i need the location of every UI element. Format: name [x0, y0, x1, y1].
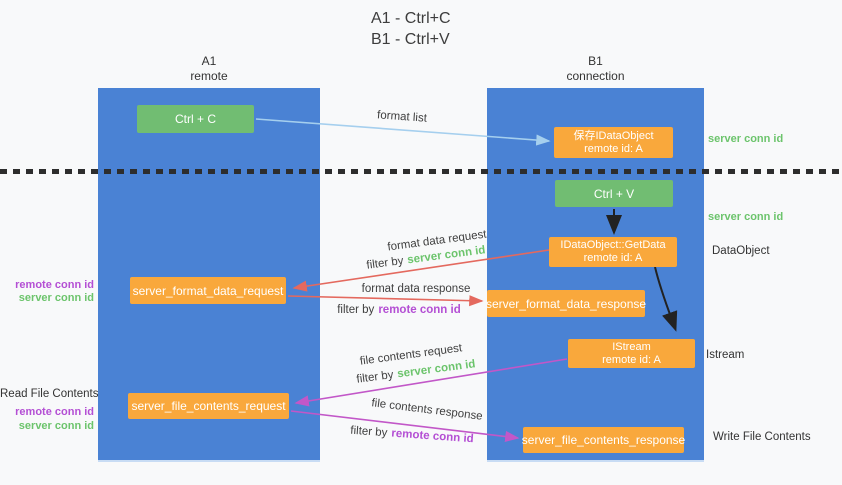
server-conn-id-key: server conn id	[396, 358, 477, 381]
lane-header-b1: B1 connection	[487, 54, 704, 84]
filter-by-text: filter by	[355, 369, 395, 386]
lane-b1-name: B1	[588, 54, 603, 68]
server-file-contents-request-box: server_file_contents_request	[128, 393, 289, 419]
server-conn-id-annotation-left-bottom: server conn id	[18, 420, 94, 432]
server-format-data-response-box: server_format_data_response	[485, 290, 647, 317]
server-format-data-request-box: server_format_data_request	[130, 277, 286, 304]
remote-conn-id-annotation-bottom: remote conn id	[15, 406, 94, 418]
title-line-2: B1 - Ctrl+V	[371, 31, 450, 48]
save-idataobject-box: 保存IDataObject remote id: A	[554, 127, 673, 158]
dataobject-annotation: DataObject	[712, 245, 770, 257]
istream-box: IStream remote id: A	[568, 339, 695, 368]
istream-annotation: Istream	[706, 349, 745, 361]
istream-line1: IStream	[612, 340, 651, 353]
lane-a1-name: A1	[201, 54, 217, 68]
idataobject-getdata-box: IDataObject::GetData remote id: A	[549, 237, 677, 267]
filter-by-text: filter by	[337, 304, 375, 316]
ctrl-c-label: Ctrl + C	[174, 112, 216, 126]
filter-by-text: filter by	[349, 424, 388, 440]
lane-header-a1: A1 remote	[98, 54, 320, 84]
remote-conn-id-key: remote conn id	[378, 304, 461, 316]
read-file-contents-annotation: Read File Contents	[0, 388, 99, 400]
remote-conn-id-annotation-top: remote conn id	[15, 279, 94, 291]
server-conn-id-annotation-left-top: server conn id	[18, 292, 94, 304]
title-line-1: A1 - Ctrl+C	[371, 10, 451, 27]
server-file-contents-request-label: server_file_contents_request	[131, 399, 286, 413]
ctrl-v-label: Ctrl + V	[593, 186, 635, 201]
filter-by-text: filter by	[365, 255, 405, 272]
istream-line2: remote id: A	[602, 353, 661, 366]
file-contents-response-label: file contents response	[370, 397, 484, 423]
server-format-data-response-label: server_format_data_response	[485, 296, 647, 311]
getdata-line2: remote id: A	[583, 252, 643, 264]
ctrl-c-box: Ctrl + C	[137, 105, 254, 133]
server-format-data-request-label: server_format_data_request	[132, 283, 284, 298]
server-file-contents-response-label: server_file_contents_response	[521, 433, 686, 447]
server-file-contents-response-box: server_file_contents_response	[521, 427, 686, 453]
format-data-response-label: format data response	[361, 283, 471, 295]
server-conn-id-annotation-mid: server conn id	[708, 211, 784, 223]
write-file-contents-annotation: Write File Contents	[713, 431, 811, 443]
format-list-label: format list	[376, 109, 428, 125]
getdata-line1: IDataObject::GetData	[560, 239, 666, 251]
save-idataobject-line1: 保存IDataObject	[573, 129, 654, 142]
server-conn-id-annotation-top: server conn id	[708, 133, 784, 145]
diagram-title: A1 - Ctrl+C B1 - Ctrl+V	[371, 8, 451, 50]
remote-conn-id-key: remote conn id	[390, 427, 475, 446]
save-idataobject-line2: remote id: A	[584, 142, 643, 155]
lane-b1-role: connection	[566, 69, 625, 83]
lane-a1-role: remote	[190, 69, 228, 83]
machine-boundary-dotted-line	[0, 169, 842, 174]
ctrl-v-box: Ctrl + V	[555, 180, 673, 207]
